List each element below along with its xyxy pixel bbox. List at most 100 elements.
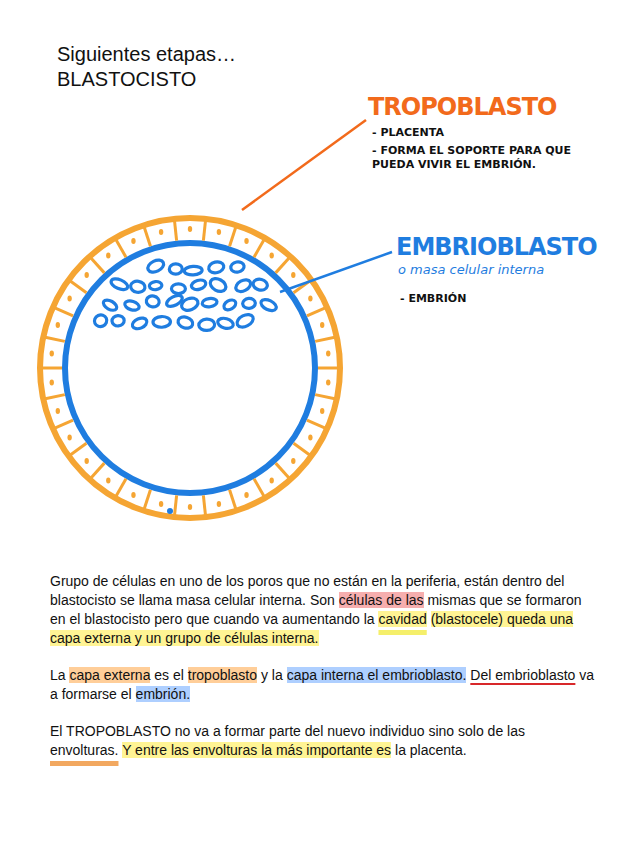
embryoblast-inner-circle	[65, 243, 315, 493]
cell-nucleus	[291, 458, 295, 464]
cell-wall	[203, 221, 205, 241]
inner-cell	[190, 278, 207, 291]
cell-wall	[318, 367, 338, 370]
inner-cell	[145, 295, 160, 308]
cell-wall	[294, 443, 310, 455]
cell-wall	[70, 443, 86, 455]
part-subtitle: o masa celular interna	[398, 262, 544, 278]
cell-wall	[315, 337, 335, 341]
trophoblast-cells	[42, 221, 338, 515]
cell-wall	[91, 463, 104, 478]
inner-cell	[171, 284, 185, 294]
cell-nucleus	[56, 322, 60, 328]
cell-nucleus	[326, 380, 330, 386]
cell-wall	[116, 479, 126, 496]
cell-nucleus	[56, 408, 60, 414]
cell-wall	[203, 495, 205, 515]
cell-wall	[42, 367, 62, 370]
part-name: EMBRIOBLASTO	[396, 232, 597, 262]
cell-wall	[55, 308, 73, 316]
note: - FORMA EL SOPORTE PARA QUE PUEDA VIVIR …	[372, 144, 604, 172]
cell-wall	[55, 420, 73, 428]
cell-nucleus	[85, 458, 89, 464]
cell-wall	[175, 495, 177, 515]
cell-wall	[45, 395, 65, 399]
cell-nucleus	[217, 229, 221, 235]
body-paragraph: Grupo de células en uno de los poros que…	[50, 572, 595, 648]
cell-wall	[91, 258, 104, 273]
cell-nucleus	[326, 350, 330, 356]
cell-dot	[167, 508, 173, 514]
cell-wall	[254, 479, 264, 496]
inner-cell	[208, 260, 225, 274]
cell-nucleus	[320, 408, 324, 414]
inner-cell	[259, 297, 278, 313]
inner-cell	[217, 317, 235, 330]
inner-cell	[222, 298, 237, 312]
cell-wall	[230, 227, 236, 246]
inner-cell	[198, 319, 214, 331]
cell-nucleus	[308, 296, 312, 302]
inner-cell	[202, 297, 218, 307]
cell-wall	[70, 281, 86, 293]
cell-nucleus	[270, 477, 274, 483]
cell-nucleus	[244, 492, 248, 498]
inner-cell	[110, 277, 130, 292]
cell-nucleus	[320, 322, 324, 328]
inner-cell	[153, 316, 171, 327]
inner-cell	[93, 313, 109, 329]
trophoblast-leader-line	[242, 120, 366, 210]
embryoblast-leader-line	[280, 252, 392, 292]
cell-wall	[45, 337, 65, 341]
body-paragraph: El TROPOBLASTO no va a formar parte del …	[50, 722, 595, 760]
inner-cell	[124, 299, 141, 312]
inner-cell	[234, 277, 253, 294]
cell-wall	[276, 258, 289, 273]
cell-nucleus	[188, 226, 192, 232]
inner-cell	[131, 316, 149, 331]
inner-cell	[208, 276, 228, 294]
inner-cell	[149, 281, 162, 290]
cell-wall	[144, 490, 150, 509]
cell-nucleus	[131, 238, 135, 244]
inner-cell	[146, 258, 166, 275]
inner-cell	[235, 312, 255, 330]
cell-wall	[307, 420, 325, 428]
cell-nucleus	[270, 253, 274, 259]
cell-nucleus	[217, 501, 221, 507]
inner-cell	[169, 264, 182, 274]
inner-cell	[130, 280, 146, 293]
cell-wall	[307, 308, 325, 316]
cell-nucleus	[244, 238, 248, 244]
cell-nucleus	[106, 477, 110, 483]
part-name: TROPOBLASTO	[368, 92, 556, 122]
cell-wall	[230, 490, 236, 509]
cell-wall	[276, 463, 289, 478]
cell-nucleus	[159, 229, 163, 235]
cell-nucleus	[159, 501, 163, 507]
cell-wall	[116, 240, 126, 257]
cell-wall	[144, 227, 150, 246]
page-title: Siguientes etapas… BLASTOCISTO	[57, 42, 287, 92]
body-paragraph: La capa externa es el tropoblasto y la c…	[50, 666, 595, 704]
note: - EMBRIÓN	[400, 292, 466, 306]
trophoblast-outer-ring	[40, 218, 340, 518]
inner-cell-mass	[93, 258, 279, 331]
inner-cell	[242, 298, 255, 309]
cell-wall	[175, 221, 177, 241]
cell-nucleus	[67, 435, 71, 441]
cell-wall	[315, 395, 335, 399]
cell-nucleus	[67, 296, 71, 302]
cell-nucleus	[291, 272, 295, 278]
note: - PLACENTA	[372, 126, 444, 140]
cell-nucleus	[131, 492, 135, 498]
inner-cell	[184, 266, 202, 276]
inner-cell	[177, 315, 195, 330]
cell-nucleus	[85, 272, 89, 278]
cell-wall	[254, 240, 264, 257]
inner-cell	[252, 278, 269, 292]
inner-cell	[102, 298, 119, 312]
cell-nucleus	[50, 380, 54, 386]
cell-nucleus	[188, 504, 192, 510]
